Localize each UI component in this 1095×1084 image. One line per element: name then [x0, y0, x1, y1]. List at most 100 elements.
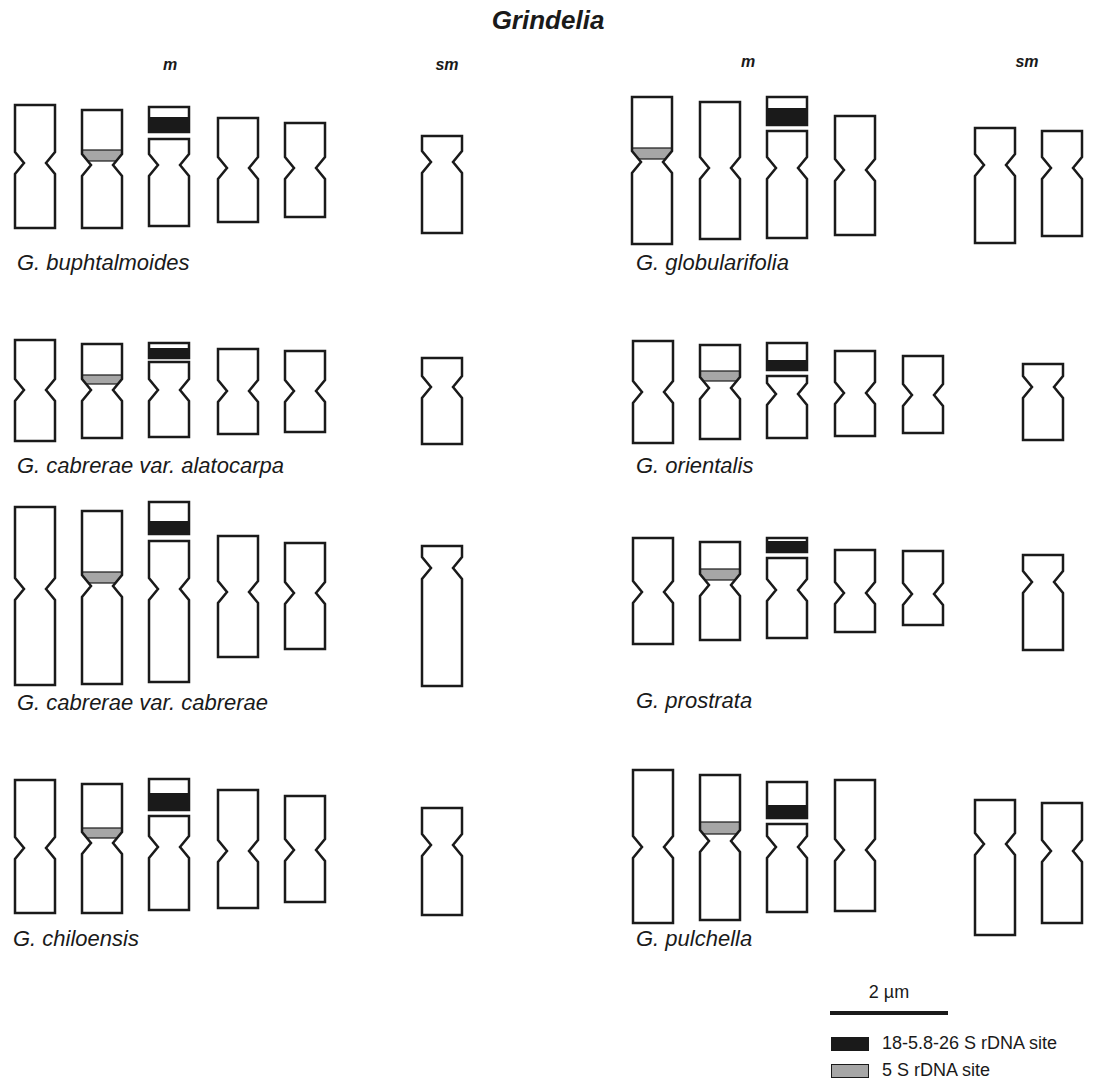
legend-label: 18-5.8-26 S rDNA site [882, 1033, 1057, 1054]
rdna-5s-band [82, 150, 122, 161]
rdna-5s-band [700, 569, 740, 580]
chromosome-body [149, 139, 189, 226]
chromosome-outline [633, 770, 673, 923]
chromosome [975, 128, 1015, 243]
chromosome-body [285, 543, 325, 649]
chromosome-body [633, 341, 673, 443]
chromosome-outline [218, 790, 258, 908]
chromosome [149, 779, 189, 910]
column-header: sm [435, 56, 458, 74]
taxon-name: G. globularifolia [636, 250, 789, 275]
chromosome [700, 102, 740, 239]
chromosome-body [422, 358, 462, 444]
chromosome [285, 543, 325, 649]
chromosome-outline [835, 780, 875, 911]
chromosome-body [285, 123, 325, 217]
chromosome [1042, 803, 1082, 923]
chromosome [903, 551, 943, 625]
chromosome-body [633, 538, 673, 644]
rdna-45s-band [767, 805, 807, 818]
chromosome-outline [285, 796, 325, 902]
chromosome-outline [700, 102, 740, 239]
chromosome-outline [700, 542, 740, 640]
chromosome-outline [149, 816, 189, 910]
satellite [149, 779, 189, 810]
chromosome-outline [767, 824, 807, 912]
chromosome-outline [835, 550, 875, 632]
taxon-name: G. prostrata [636, 688, 752, 713]
satellite [767, 343, 807, 370]
chromosome-body [767, 558, 807, 638]
taxon-name: G. cabrerae var. cabrerae [17, 690, 268, 715]
chromosome-outline [767, 558, 807, 638]
chromosome-body [82, 784, 122, 913]
chromosome-outline [15, 507, 55, 685]
chromosome-body [82, 344, 122, 438]
chromosome-body [15, 105, 55, 228]
rdna-45s-band [767, 360, 807, 370]
chromosome-body [15, 340, 55, 441]
rdna-5s-band [82, 375, 122, 384]
chromosome-body [1023, 555, 1063, 650]
chromosome-body [632, 97, 672, 244]
chromosome-outline [767, 131, 807, 238]
chromosome [835, 351, 875, 436]
chromosome [422, 808, 462, 915]
satellite [149, 343, 189, 358]
chromosome-body [975, 800, 1015, 935]
chromosome-outline [149, 541, 189, 682]
chromosome [1023, 364, 1063, 440]
chromosome [700, 345, 740, 439]
taxon-name: G. buphtalmoides [17, 250, 189, 275]
chromosome [82, 110, 122, 228]
chromosome [975, 800, 1015, 935]
chromosome [700, 542, 740, 640]
chromosome-outline [82, 344, 122, 438]
satellite [767, 782, 807, 818]
chromosome-outline [422, 808, 462, 915]
chromosome-body [218, 536, 258, 657]
chromosome [835, 780, 875, 911]
chromosome [422, 136, 462, 233]
chromosome [1042, 131, 1082, 236]
chromosome-body [82, 511, 122, 684]
chromosome [285, 123, 325, 217]
chromosome-outline [903, 551, 943, 625]
chromosome [903, 356, 943, 433]
chromosome-body [700, 345, 740, 439]
chromosome-outline [149, 362, 189, 437]
satellite [767, 97, 807, 125]
satellite [149, 502, 189, 534]
chromosome-body [1042, 131, 1082, 236]
chromosome-body [835, 550, 875, 632]
chromosome-body [767, 376, 807, 438]
chromosome [149, 343, 189, 437]
chromosome [767, 343, 807, 438]
chromosome [835, 550, 875, 632]
chromosome-body [82, 110, 122, 228]
chromosome-outline [218, 349, 258, 434]
chromosome-outline [633, 538, 673, 644]
chromosome-body [285, 351, 325, 432]
chromosome-outline [422, 546, 462, 686]
rdna-45s-band [149, 117, 189, 132]
chromosome [767, 782, 807, 912]
chromosome-body [767, 824, 807, 912]
chromosome-body [767, 131, 807, 238]
chromosome-body [835, 780, 875, 911]
taxon-name: G. cabrerae var. alatocarpa [17, 453, 284, 478]
legend-label: 5 S rDNA site [882, 1060, 990, 1081]
chromosome [767, 538, 807, 638]
chromosome-body [700, 542, 740, 640]
chromosome [633, 538, 673, 644]
chromosome-body [903, 356, 943, 433]
chromosome-body [218, 349, 258, 434]
chromosome-outline [149, 139, 189, 226]
chromosome [422, 546, 462, 686]
legend-swatch [831, 1064, 869, 1078]
chromosome-body [422, 808, 462, 915]
chromosome-body [218, 118, 258, 222]
legend-swatch [831, 1037, 869, 1051]
rdna-5s-band [82, 828, 122, 838]
chromosome [15, 507, 55, 685]
